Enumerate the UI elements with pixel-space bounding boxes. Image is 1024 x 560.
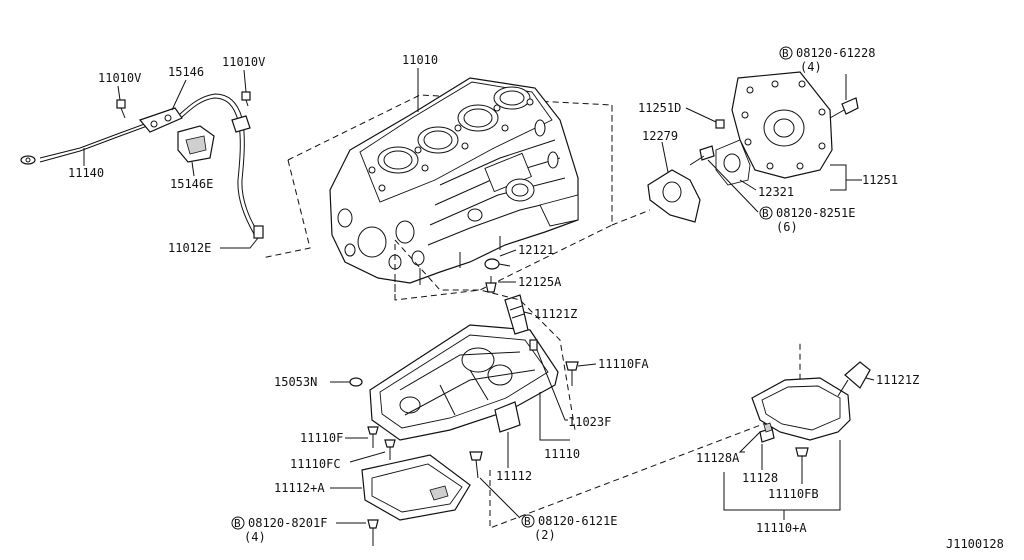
bolt-marker-b-61228 bbox=[779, 46, 793, 60]
figure-id: J1100128 bbox=[946, 537, 1004, 551]
label-11112a: 11112+A bbox=[274, 481, 325, 495]
label-08120-8201f: 08120-8201F bbox=[248, 516, 327, 530]
leader-11010v-left bbox=[117, 85, 121, 101]
leader-11012e bbox=[220, 237, 259, 249]
label-11110f: 11110F bbox=[300, 431, 343, 445]
label-11010v-right: 11010V bbox=[222, 55, 265, 69]
label-11012e: 11012E bbox=[168, 241, 211, 255]
leader-11110 bbox=[539, 392, 570, 441]
label-11251: 11251 bbox=[862, 173, 898, 187]
label-11010: 11010 bbox=[402, 53, 438, 67]
label-11140: 11140 bbox=[68, 166, 104, 180]
label-11110a: 11110+A bbox=[756, 521, 807, 535]
label-11110: 11110 bbox=[544, 447, 580, 461]
leader-11010v-right bbox=[243, 69, 247, 93]
rear-plate-assembly bbox=[647, 71, 859, 223]
label-08120-61228: 08120-61228 bbox=[796, 46, 875, 60]
oil-pan-dash-box bbox=[394, 238, 576, 431]
bolt-marker-b-8201f-text: B bbox=[234, 517, 241, 530]
rear-plate-dash-box bbox=[611, 105, 651, 226]
label-12279: 12279 bbox=[642, 129, 678, 143]
label-12125a: 12125A bbox=[518, 275, 562, 289]
label-11110fb: 11110FB bbox=[768, 487, 819, 501]
label-15146e: 15146E bbox=[170, 177, 213, 191]
label-08120-6121e: 08120-6121E bbox=[538, 514, 617, 528]
label-08120-8251e-qty: (6) bbox=[776, 220, 798, 234]
leader-11110fc bbox=[349, 451, 386, 463]
oil-pan-lower bbox=[751, 361, 871, 472]
leader-11128a bbox=[738, 431, 761, 453]
label-11010v-left: 11010V bbox=[98, 71, 141, 85]
label-08120-8201f-qty: (4) bbox=[244, 530, 266, 544]
leader-11251 bbox=[830, 164, 862, 181]
label-08120-8251e: 08120-8251E bbox=[776, 206, 855, 220]
cylinder-block bbox=[261, 77, 613, 301]
oil-pan-upper bbox=[349, 294, 579, 479]
leader-11110fa bbox=[577, 363, 597, 367]
leader-12121 bbox=[499, 249, 517, 257]
bolt-marker-b-8251e bbox=[759, 206, 773, 220]
bolt-marker-b-6121e-text: B bbox=[524, 515, 531, 528]
bolt-marker-b-8251e-text: B bbox=[762, 207, 769, 220]
label-11112: 11112 bbox=[496, 469, 532, 483]
label-08120-61228-qty: (4) bbox=[800, 60, 822, 74]
knock-sensor-assembly bbox=[20, 91, 264, 239]
label-11121z-right: 11121Z bbox=[876, 373, 919, 387]
label-12321: 12321 bbox=[758, 185, 794, 199]
bolt-marker-b-61228-text: B bbox=[782, 47, 789, 60]
label-11251d: 11251D bbox=[638, 101, 681, 115]
leader-12279 bbox=[661, 141, 669, 173]
leader-11023f bbox=[536, 349, 568, 421]
leader-11110a bbox=[723, 440, 841, 511]
baffle-plate bbox=[361, 454, 471, 546]
label-12121: 12121 bbox=[518, 243, 554, 257]
label-11128a: 11128A bbox=[696, 451, 740, 465]
label-11023f: 11023F bbox=[568, 415, 611, 429]
oil-pump-parts bbox=[484, 258, 511, 293]
leader-11121z-right bbox=[865, 377, 875, 381]
bolt-marker-b-6121e bbox=[521, 514, 535, 528]
label-15146: 15146 bbox=[168, 65, 204, 79]
leader-15146e bbox=[191, 161, 195, 177]
label-11128: 11128 bbox=[742, 471, 778, 485]
bolt-marker-b-8201f bbox=[231, 516, 245, 530]
leader-12321 bbox=[739, 179, 757, 191]
leader-15146 bbox=[171, 79, 187, 111]
leader-11121z-top bbox=[523, 311, 533, 315]
label-15053n: 15053N bbox=[274, 375, 317, 389]
label-11121z-top: 11121Z bbox=[534, 307, 577, 321]
label-08120-6121e-qty: (2) bbox=[534, 528, 556, 542]
leader-11251d bbox=[685, 107, 717, 123]
label-11110fc: 11110FC bbox=[290, 457, 341, 471]
label-11110fa: 11110FA bbox=[598, 357, 649, 371]
